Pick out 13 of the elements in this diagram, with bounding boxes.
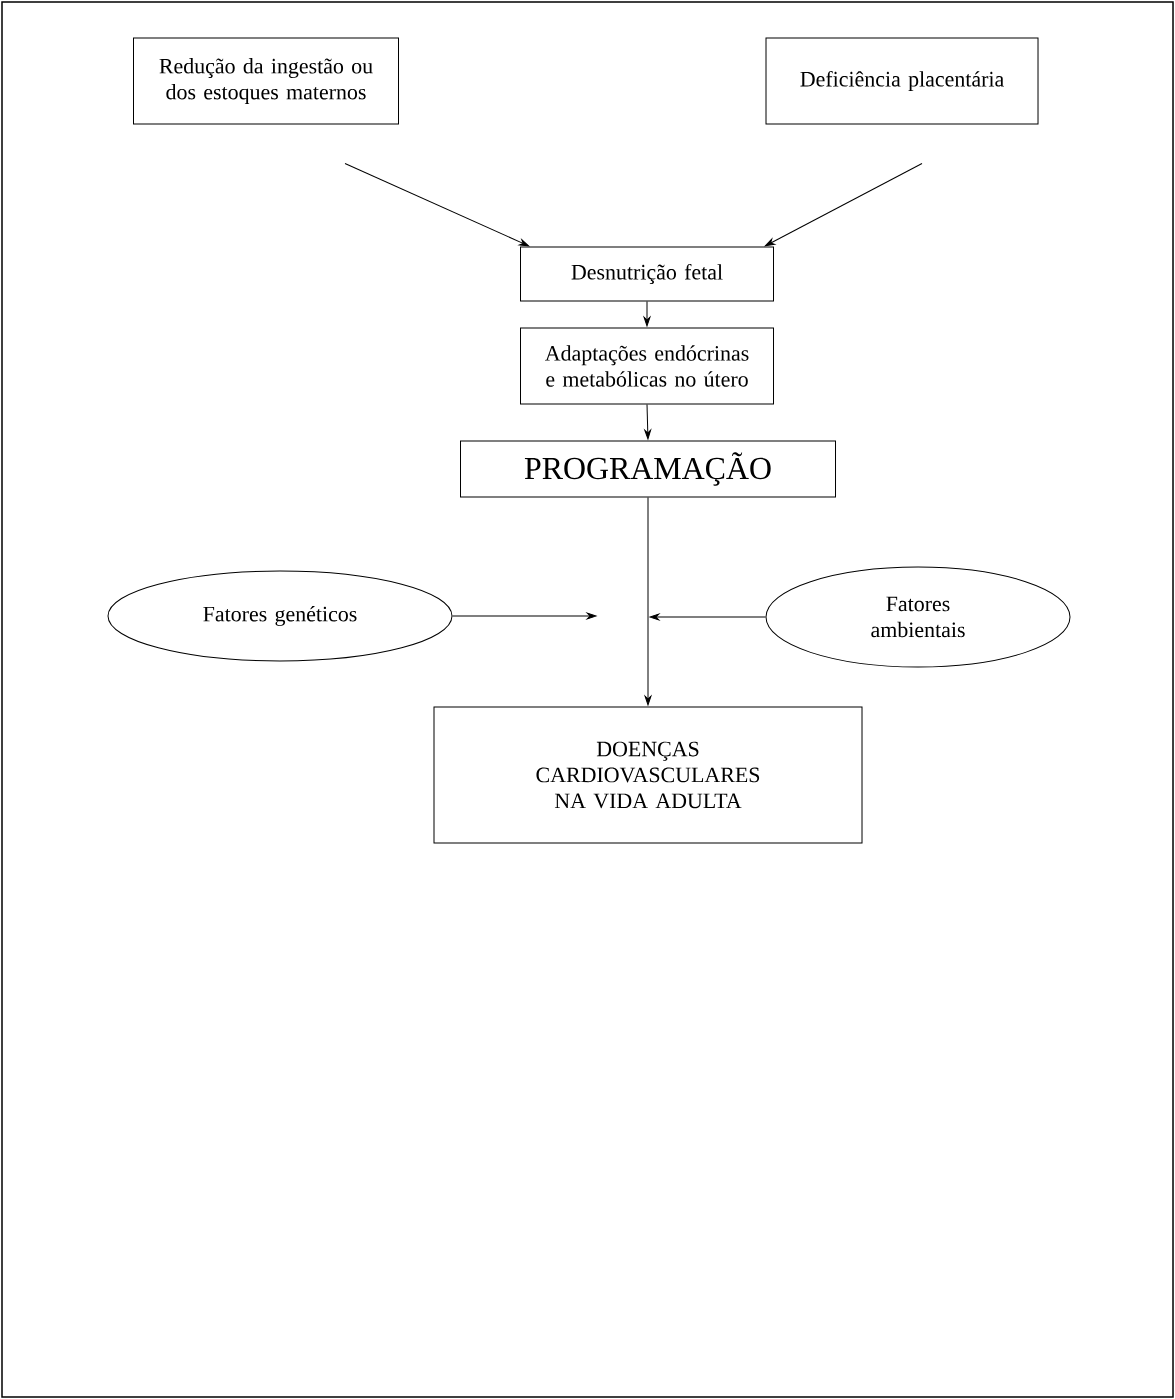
process-box: Adaptações endócrinas e metabólicas no útero — [520, 327, 774, 405]
arrow — [452, 612, 597, 620]
arrow — [649, 613, 766, 621]
process-box: Deficiência placentária — [765, 37, 1039, 125]
arrow — [344, 163, 530, 247]
arrow — [764, 163, 923, 247]
arrow — [643, 301, 651, 327]
arrow — [644, 497, 652, 706]
arrow — [644, 404, 652, 440]
process-box: Redução da ingestão ou dos estoques maternos — [133, 37, 399, 125]
process-box: DOENÇAS CARDIOVASCULARES NA VIDA ADULTA — [433, 706, 863, 844]
process-box: PROGRAMAÇÃO — [460, 440, 836, 498]
process-box: Desnutrição fetal — [520, 246, 774, 302]
